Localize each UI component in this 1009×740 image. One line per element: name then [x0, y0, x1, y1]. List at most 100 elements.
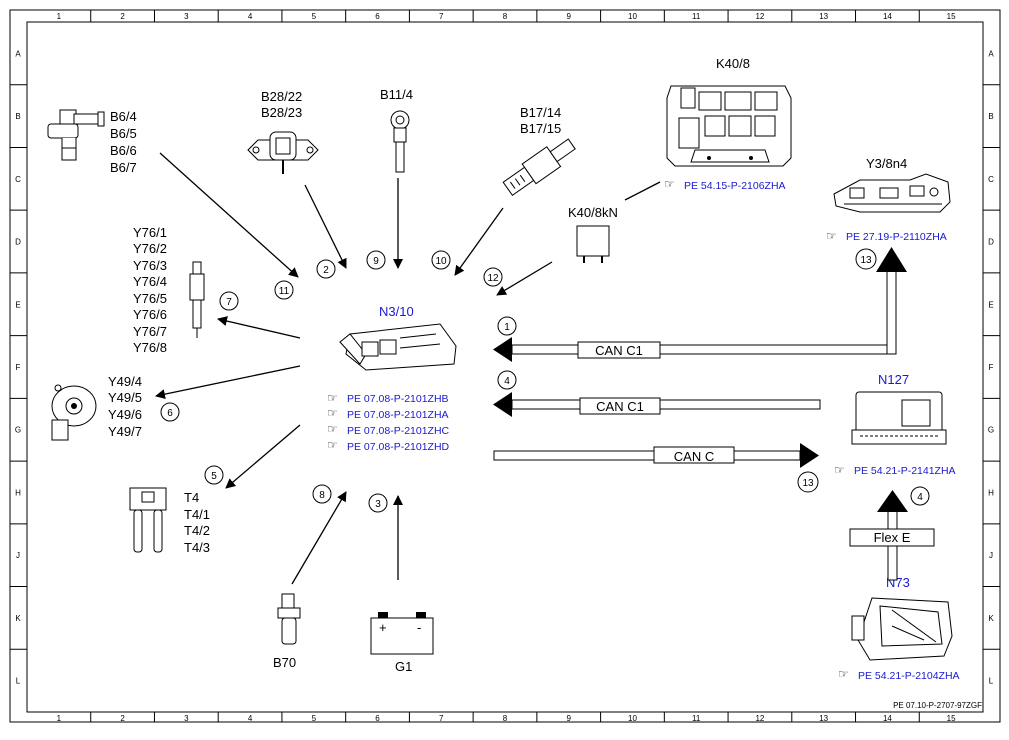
grid-row-label-left: F — [16, 363, 21, 372]
n127-label: N127 — [878, 372, 909, 387]
b11-label: B11/4 — [380, 87, 413, 102]
can-c1-top-bus: CAN C1 — [493, 247, 907, 362]
svg-text:PE 07.08-P-2101ZHA: PE 07.08-P-2101ZHA — [347, 409, 449, 421]
svg-text:12: 12 — [487, 273, 499, 284]
callout-1: 1 — [497, 316, 517, 336]
grid-column-label-top: 5 — [312, 12, 317, 21]
grid-column-label-bottom: 15 — [947, 714, 956, 723]
grid-row-label-left: D — [15, 238, 21, 247]
svg-text:CAN C1: CAN C1 — [595, 343, 643, 358]
callout-2: 2 — [316, 259, 336, 279]
svg-text:Y49/4: Y49/4 — [108, 374, 142, 389]
b6-labels: B6/4 B6/5 B6/6 B6/7 — [110, 109, 137, 175]
y3-8n4-transmission-control-icon — [833, 173, 951, 213]
grid-column-label-top: 14 — [883, 12, 892, 21]
b28-pressure-sensor-icon — [247, 131, 319, 174]
grid-column-label-top: 13 — [819, 12, 828, 21]
y76-injector-icon — [189, 261, 205, 338]
grid-column-label-bottom: 9 — [567, 714, 572, 723]
svg-text:PE 54.21-P-2141ZHA: PE 54.21-P-2141ZHA — [854, 465, 956, 477]
svg-text:Y76/6: Y76/6 — [133, 307, 167, 322]
grid-row-label-right: H — [988, 488, 994, 497]
svg-text:PE 07.08-P-2101ZHC: PE 07.08-P-2101ZHC — [347, 425, 450, 437]
grid-column-label-top: 10 — [628, 12, 637, 21]
grid-column-label-bottom: 12 — [755, 714, 764, 723]
callout-3: 3 — [368, 493, 388, 513]
arrow-t4 — [225, 424, 301, 489]
b17-labels: B17/14 B17/15 — [520, 105, 561, 136]
grid-row-label-left: B — [15, 112, 20, 121]
grid-row-label-right: J — [989, 551, 993, 560]
k40-8-link-line — [624, 181, 661, 201]
grid-column-label-top: 7 — [439, 12, 444, 21]
grid-row-label-right: L — [989, 677, 994, 686]
callout-7: 7 — [219, 291, 239, 311]
b17-sensor-icon — [502, 138, 576, 197]
svg-text:13: 13 — [802, 478, 814, 489]
reference-hand-icon: ☞ — [834, 463, 845, 477]
svg-text:T4/3: T4/3 — [184, 540, 210, 555]
svg-text:7: 7 — [226, 297, 232, 308]
svg-text:3: 3 — [375, 499, 381, 510]
grid-column-label-bottom: 1 — [57, 714, 62, 723]
arrow-b17 — [454, 207, 504, 276]
grid-column-label-bottom: 4 — [248, 714, 253, 723]
svg-text:8: 8 — [319, 490, 325, 501]
grid-row-label-left: H — [15, 488, 21, 497]
svg-text:Y49/7: Y49/7 — [108, 424, 142, 439]
callout-11: 11 — [274, 280, 294, 300]
b28-labels: B28/22 B28/23 — [261, 89, 302, 120]
arrow-y49 — [155, 365, 301, 400]
b6-sensor-icon — [47, 109, 105, 161]
can-c1-mid-bus: CAN C1 — [493, 392, 821, 417]
n73-reference: ☞ PE 54.21-P-2104ZHA — [838, 667, 960, 682]
svg-text:9: 9 — [373, 256, 379, 267]
svg-text:Y76/4: Y76/4 — [133, 274, 167, 289]
grid-column-label-bottom: 3 — [184, 714, 189, 723]
grid-column-label-bottom: 13 — [819, 714, 828, 723]
svg-text:Y76/5: Y76/5 — [133, 291, 167, 306]
callout-5: 5 — [204, 465, 224, 485]
callout-13b: 13 — [797, 471, 819, 493]
b70-label: B70 — [273, 655, 296, 670]
svg-text:T4/1: T4/1 — [184, 507, 210, 522]
svg-text:Y76/2: Y76/2 — [133, 241, 167, 256]
svg-text:Y76/3: Y76/3 — [133, 258, 167, 273]
grid-row-label-right: G — [988, 426, 994, 435]
b70-crankshaft-sensor-icon — [277, 593, 301, 645]
callout-numbers: 11 2 9 10 12 7 1 4 6 5 8 3 13 13 4 — [160, 248, 930, 513]
arrow-b28 — [304, 184, 347, 269]
svg-text:13: 13 — [860, 255, 872, 266]
grid-row-label-left: E — [15, 300, 20, 309]
callout-13a: 13 — [855, 248, 877, 270]
g1-battery-icon: + - — [370, 612, 434, 655]
callout-10: 10 — [431, 250, 451, 270]
grid-column-label-top: 8 — [503, 12, 508, 21]
grid-row-label-left: L — [16, 677, 21, 686]
grid-row-label-left: G — [15, 426, 21, 435]
svg-text:6: 6 — [167, 408, 173, 419]
svg-text:B17/15: B17/15 — [520, 121, 561, 136]
grid-column-label-top: 4 — [248, 12, 253, 21]
k40-8-label: K40/8 — [716, 56, 750, 71]
grid-row-label-left: A — [15, 49, 21, 58]
grid-column-label-bottom: 7 — [439, 714, 444, 723]
grid-row-label-left: J — [16, 551, 20, 560]
svg-text:CAN C1: CAN C1 — [596, 399, 644, 414]
k40-8-reference: ☞ PE 54.15-P-2106ZHA — [664, 177, 786, 192]
svg-text:PE 54.21-P-2104ZHA: PE 54.21-P-2104ZHA — [858, 670, 960, 682]
svg-text:1: 1 — [504, 322, 510, 333]
grid-column-label-top: 6 — [375, 12, 380, 21]
n127-reference: ☞ PE 54.21-P-2141ZHA — [834, 463, 956, 477]
callout-8: 8 — [312, 484, 332, 504]
svg-text:PE 07.08-P-2101ZHD: PE 07.08-P-2101ZHD — [347, 441, 450, 453]
grid-column-label-bottom: 2 — [120, 714, 125, 723]
grid-column-label-top: 12 — [755, 12, 764, 21]
svg-text:Y76/7: Y76/7 — [133, 324, 167, 339]
grid-column-label-bottom: 8 — [503, 714, 508, 723]
grid-row-label-left: C — [15, 175, 21, 184]
arrow-b6 — [159, 152, 299, 278]
y3-8n4-label: Y3/8n4 — [866, 156, 907, 171]
b11-temperature-sensor-icon — [390, 110, 410, 173]
grid-row-label-right: F — [989, 363, 994, 372]
